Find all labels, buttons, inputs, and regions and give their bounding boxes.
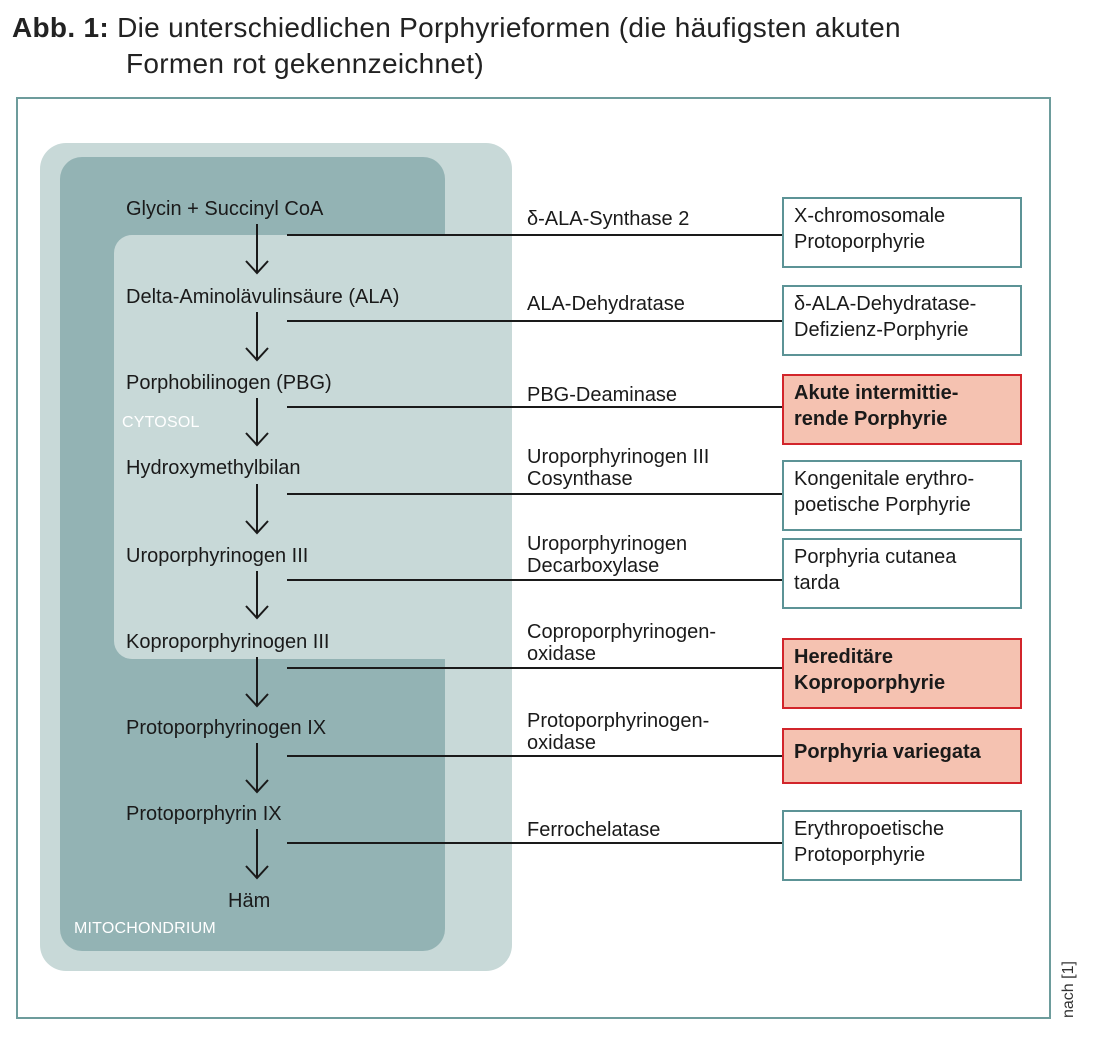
mitochondrium-label: MITOCHONDRIUM xyxy=(74,920,216,937)
metabolite-pbg: Porphobilinogen (PBG) xyxy=(126,372,332,394)
enzyme-uroporphyrinogen-iii-cosynthase: Uroporphyrinogen III Cosynthase xyxy=(527,446,710,490)
enzyme-protoporphyrinogen-oxidase: Protoporphyrinogen- oxidase xyxy=(527,710,710,754)
disease-box-porphyria-cutanea-tarda: Porphyria cutanea tarda xyxy=(782,538,1022,609)
metabolite-haem: Häm xyxy=(228,890,271,912)
pathway-arrow xyxy=(245,829,269,880)
enzyme-ala-dehydratase: ALA-Dehydratase xyxy=(527,293,685,315)
pathway-arrow xyxy=(245,484,269,535)
metabolite-uroporphyrinogen-iii: Uroporphyrinogen III xyxy=(126,545,309,567)
caption-label: Abb. 1: xyxy=(12,12,109,43)
metabolite-glycin-succinyl-coa: Glycin + Succinyl CoA xyxy=(126,198,324,220)
pathway-arrow xyxy=(245,398,269,447)
metabolite-ala: Delta-Aminolävulinsäure (ALA) xyxy=(126,286,400,308)
metabolite-protoporphyrinogen-ix: Protoporphyrinogen IX xyxy=(126,717,327,739)
disease-box-erythropoetische-protoporphyrie: Erythropoetische Protoporphyrie xyxy=(782,810,1022,881)
pathway-arrow xyxy=(245,743,269,794)
disease-box-porphyria-variegata: Porphyria variegata xyxy=(782,728,1022,784)
disease-box-hereditaere-koproporphyrie: Hereditäre Koproporphyrie xyxy=(782,638,1022,709)
enzyme-coproporphyrinogen-oxidase: Coproporphyrinogen- oxidase xyxy=(527,621,717,665)
enzyme-ala-synthase-2: δ-ALA-Synthase 2 xyxy=(527,208,690,230)
pathway-arrow xyxy=(245,571,269,620)
disease-box-kongenitale-erythropoetische-porphyrie: Kongenitale erythro- poetische Porphyrie xyxy=(782,460,1022,531)
caption-text-line2: Formen rot gekennzeichnet) xyxy=(126,48,484,79)
metabolite-hydroxymethylbilan: Hydroxymethylbilan xyxy=(126,457,301,479)
pathway-arrow xyxy=(245,657,269,708)
figure-frame xyxy=(16,97,1051,1019)
enzyme-uroporphyrinogen-decarboxylase: Uroporphyrinogen Decarboxylase xyxy=(527,533,688,577)
caption-text-line1: Die unterschiedlichen Porphyrieformen (d… xyxy=(117,12,901,43)
enzyme-pbg-deaminase: PBG-Deaminase xyxy=(527,384,678,406)
disease-box-x-chromosomale-protoporphyrie: X-chromosomale Protoporphyrie xyxy=(782,197,1022,268)
source-note: nach [1] xyxy=(1060,961,1077,1018)
pathway-arrow xyxy=(245,312,269,362)
enzyme-ferrochelatase: Ferrochelatase xyxy=(527,819,661,841)
cytosol-inner-area xyxy=(114,235,512,659)
cytosol-label: CYTOSOL xyxy=(122,414,200,431)
metabolite-koproporphyrinogen-iii: Koproporphyrinogen III xyxy=(126,631,330,653)
pathway-arrow xyxy=(245,224,269,275)
disease-box-akute-intermittierende-porphyrie: Akute intermittie- rende Porphyrie xyxy=(782,374,1022,445)
metabolite-protoporphyrin-ix: Protoporphyrin IX xyxy=(126,803,282,825)
disease-box-ala-dehydratase-defizienz: δ-ALA-Dehydratase- Defizienz-Porphyrie xyxy=(782,285,1022,356)
